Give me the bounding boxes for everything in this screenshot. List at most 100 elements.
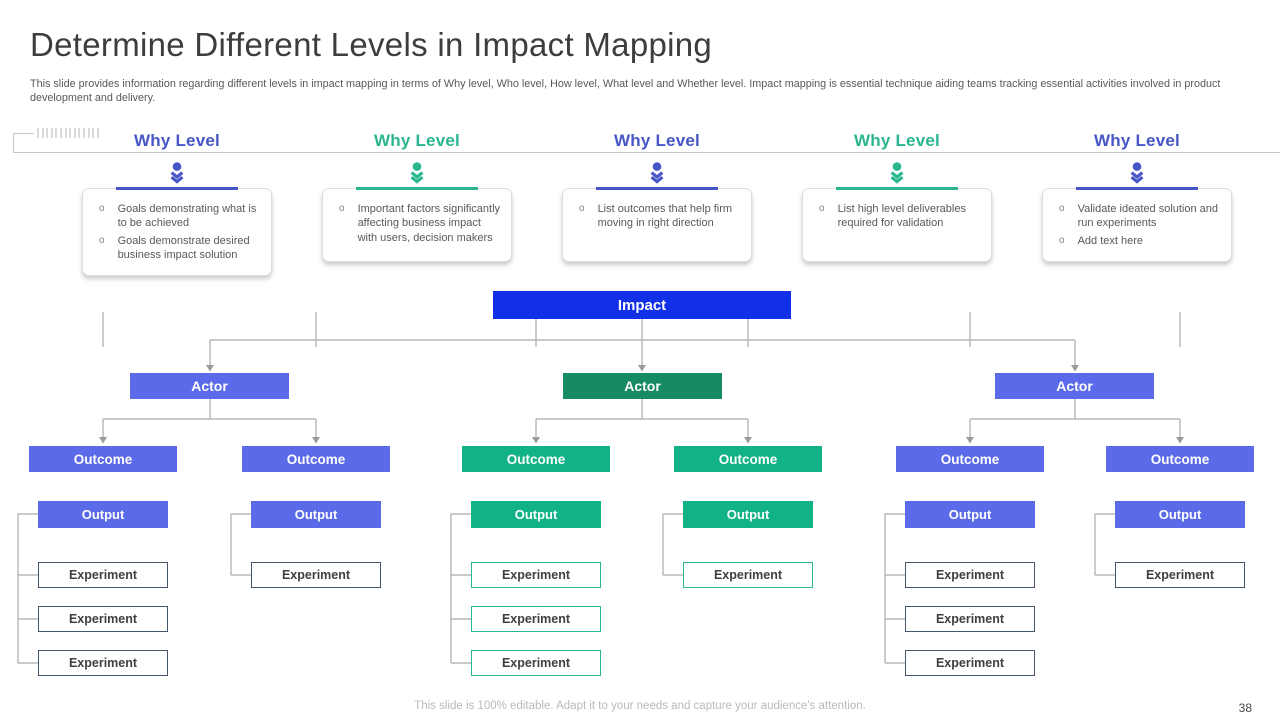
outcome-node: Outcome [674, 446, 822, 472]
tick [73, 128, 76, 138]
card-bullet: o Goals demonstrating what is to be achie… [91, 202, 261, 231]
outcome-node: Outcome [1106, 446, 1254, 472]
tick [37, 128, 39, 138]
card-accent-bar [836, 187, 958, 190]
actor-node: Actor [130, 373, 289, 399]
card-bullet: o Important factors significantly affecti… [331, 202, 501, 245]
experiment-node: Experiment [251, 562, 381, 588]
tick [96, 128, 99, 138]
actor-node: Actor [563, 373, 722, 399]
experiment-node: Experiment [471, 606, 601, 632]
bullet-text: Goals demonstrating what is to be achiev… [117, 203, 257, 230]
tick [82, 128, 85, 138]
tick [50, 128, 53, 138]
experiment-node: Experiment [38, 562, 168, 588]
card-accent-bar [116, 187, 238, 190]
double-chevron-down-icon [410, 162, 424, 184]
why-level-column: Why Level o List high level deliverables … [797, 131, 997, 262]
bullet-marker: o [1059, 234, 1065, 246]
tick [46, 128, 49, 138]
timeline-bracket-side [13, 133, 14, 153]
output-node: Output [471, 501, 601, 528]
bullet-text: List outcomes that help firm moving in r… [597, 203, 733, 230]
bullet-marker: o [99, 234, 105, 246]
slide-description: This slide provides information regardin… [30, 78, 1221, 105]
bullet-text: Goals demonstrate desired business impac… [117, 234, 250, 261]
output-node: Output [1115, 501, 1245, 528]
level-card: o List outcomes that help firm moving in … [562, 187, 752, 262]
experiment-node: Experiment [471, 650, 601, 676]
why-level-column: Why Level o Goals demonstrating what is t… [77, 131, 277, 277]
double-chevron-down-icon [650, 162, 664, 184]
card-bullet: o Goals demonstrate desired business impa… [91, 234, 261, 263]
bullet-marker: o [819, 203, 825, 214]
impact-node: Impact [493, 291, 791, 319]
why-level-column: Why Level o Validate ideated solution and… [1037, 131, 1237, 262]
output-node: Output [38, 501, 168, 528]
level-header: Why Level [374, 131, 460, 150]
tick [59, 128, 62, 138]
tick [55, 128, 58, 138]
experiment-node: Experiment [683, 562, 813, 588]
card-bullet: o Validate ideated solution and run exper… [1051, 202, 1221, 231]
card-bullet-list: o Important factors significantly affecti… [331, 202, 501, 245]
experiment-node: Experiment [905, 562, 1035, 588]
tick [41, 128, 44, 138]
bullet-marker: o [99, 203, 105, 214]
experiment-node: Experiment [38, 650, 168, 676]
card-bullet-list: o Validate ideated solution and run exper… [1051, 202, 1221, 248]
tick [69, 128, 72, 138]
double-chevron-down-icon [890, 162, 904, 184]
card-bullet: o List outcomes that help firm moving in … [571, 202, 741, 231]
timeline-divider [13, 152, 1280, 153]
experiment-node: Experiment [905, 606, 1035, 632]
footer-note: This slide is 100% editable. Adapt it to… [414, 700, 866, 712]
timeline-tick-marks [37, 128, 99, 138]
experiment-node: Experiment [38, 606, 168, 632]
card-bullet-list: o List outcomes that help firm moving in … [571, 202, 741, 231]
why-level-column: Why Level o Important factors significant… [317, 131, 517, 262]
tick [78, 128, 81, 138]
bullet-text: List high level deliverables required fo… [837, 203, 966, 230]
bullet-text: Validate ideated solution and run experi… [1077, 203, 1219, 230]
double-chevron-down-icon [1130, 162, 1144, 184]
card-bullet-list: o Goals demonstrating what is to be achie… [91, 202, 261, 262]
bullet-text: Important factors significantly affectin… [357, 203, 501, 244]
bullet-marker: o [1059, 203, 1065, 214]
outcome-node: Outcome [462, 446, 610, 472]
page-number: 38 [1238, 701, 1252, 715]
outcome-node: Outcome [242, 446, 390, 472]
card-accent-bar [1076, 187, 1198, 190]
timeline-bracket-top [13, 133, 34, 134]
outcome-node: Outcome [29, 446, 177, 472]
why-level-column: Why Level o List outcomes that help firm … [557, 131, 757, 262]
bullet-marker: o [579, 203, 585, 214]
level-header: Why Level [134, 131, 220, 150]
card-accent-bar [356, 187, 478, 190]
output-node: Output [905, 501, 1035, 528]
double-chevron-down-icon [170, 162, 184, 184]
tick [64, 128, 67, 138]
level-card: o List high level deliverables required f… [802, 187, 992, 262]
level-card: o Goals demonstrating what is to be achie… [82, 187, 272, 277]
tick [92, 128, 95, 138]
output-node: Output [251, 501, 381, 528]
level-card: o Important factors significantly affecti… [322, 187, 512, 262]
bullet-marker: o [339, 203, 345, 214]
level-header: Why Level [614, 131, 700, 150]
card-bullet-list: o List high level deliverables required f… [811, 202, 981, 231]
outcome-node: Outcome [896, 446, 1044, 472]
actor-node: Actor [995, 373, 1154, 399]
card-accent-bar [596, 187, 718, 190]
experiment-node: Experiment [471, 562, 601, 588]
output-node: Output [683, 501, 813, 528]
card-bullet: o List high level deliverables required f… [811, 202, 981, 231]
page-title: Determine Different Levels in Impact Map… [30, 26, 713, 63]
level-header: Why Level [1094, 131, 1180, 150]
experiment-node: Experiment [1115, 562, 1245, 588]
experiment-node: Experiment [905, 650, 1035, 676]
level-header: Why Level [854, 131, 940, 150]
bullet-text: Add text here [1077, 234, 1143, 247]
